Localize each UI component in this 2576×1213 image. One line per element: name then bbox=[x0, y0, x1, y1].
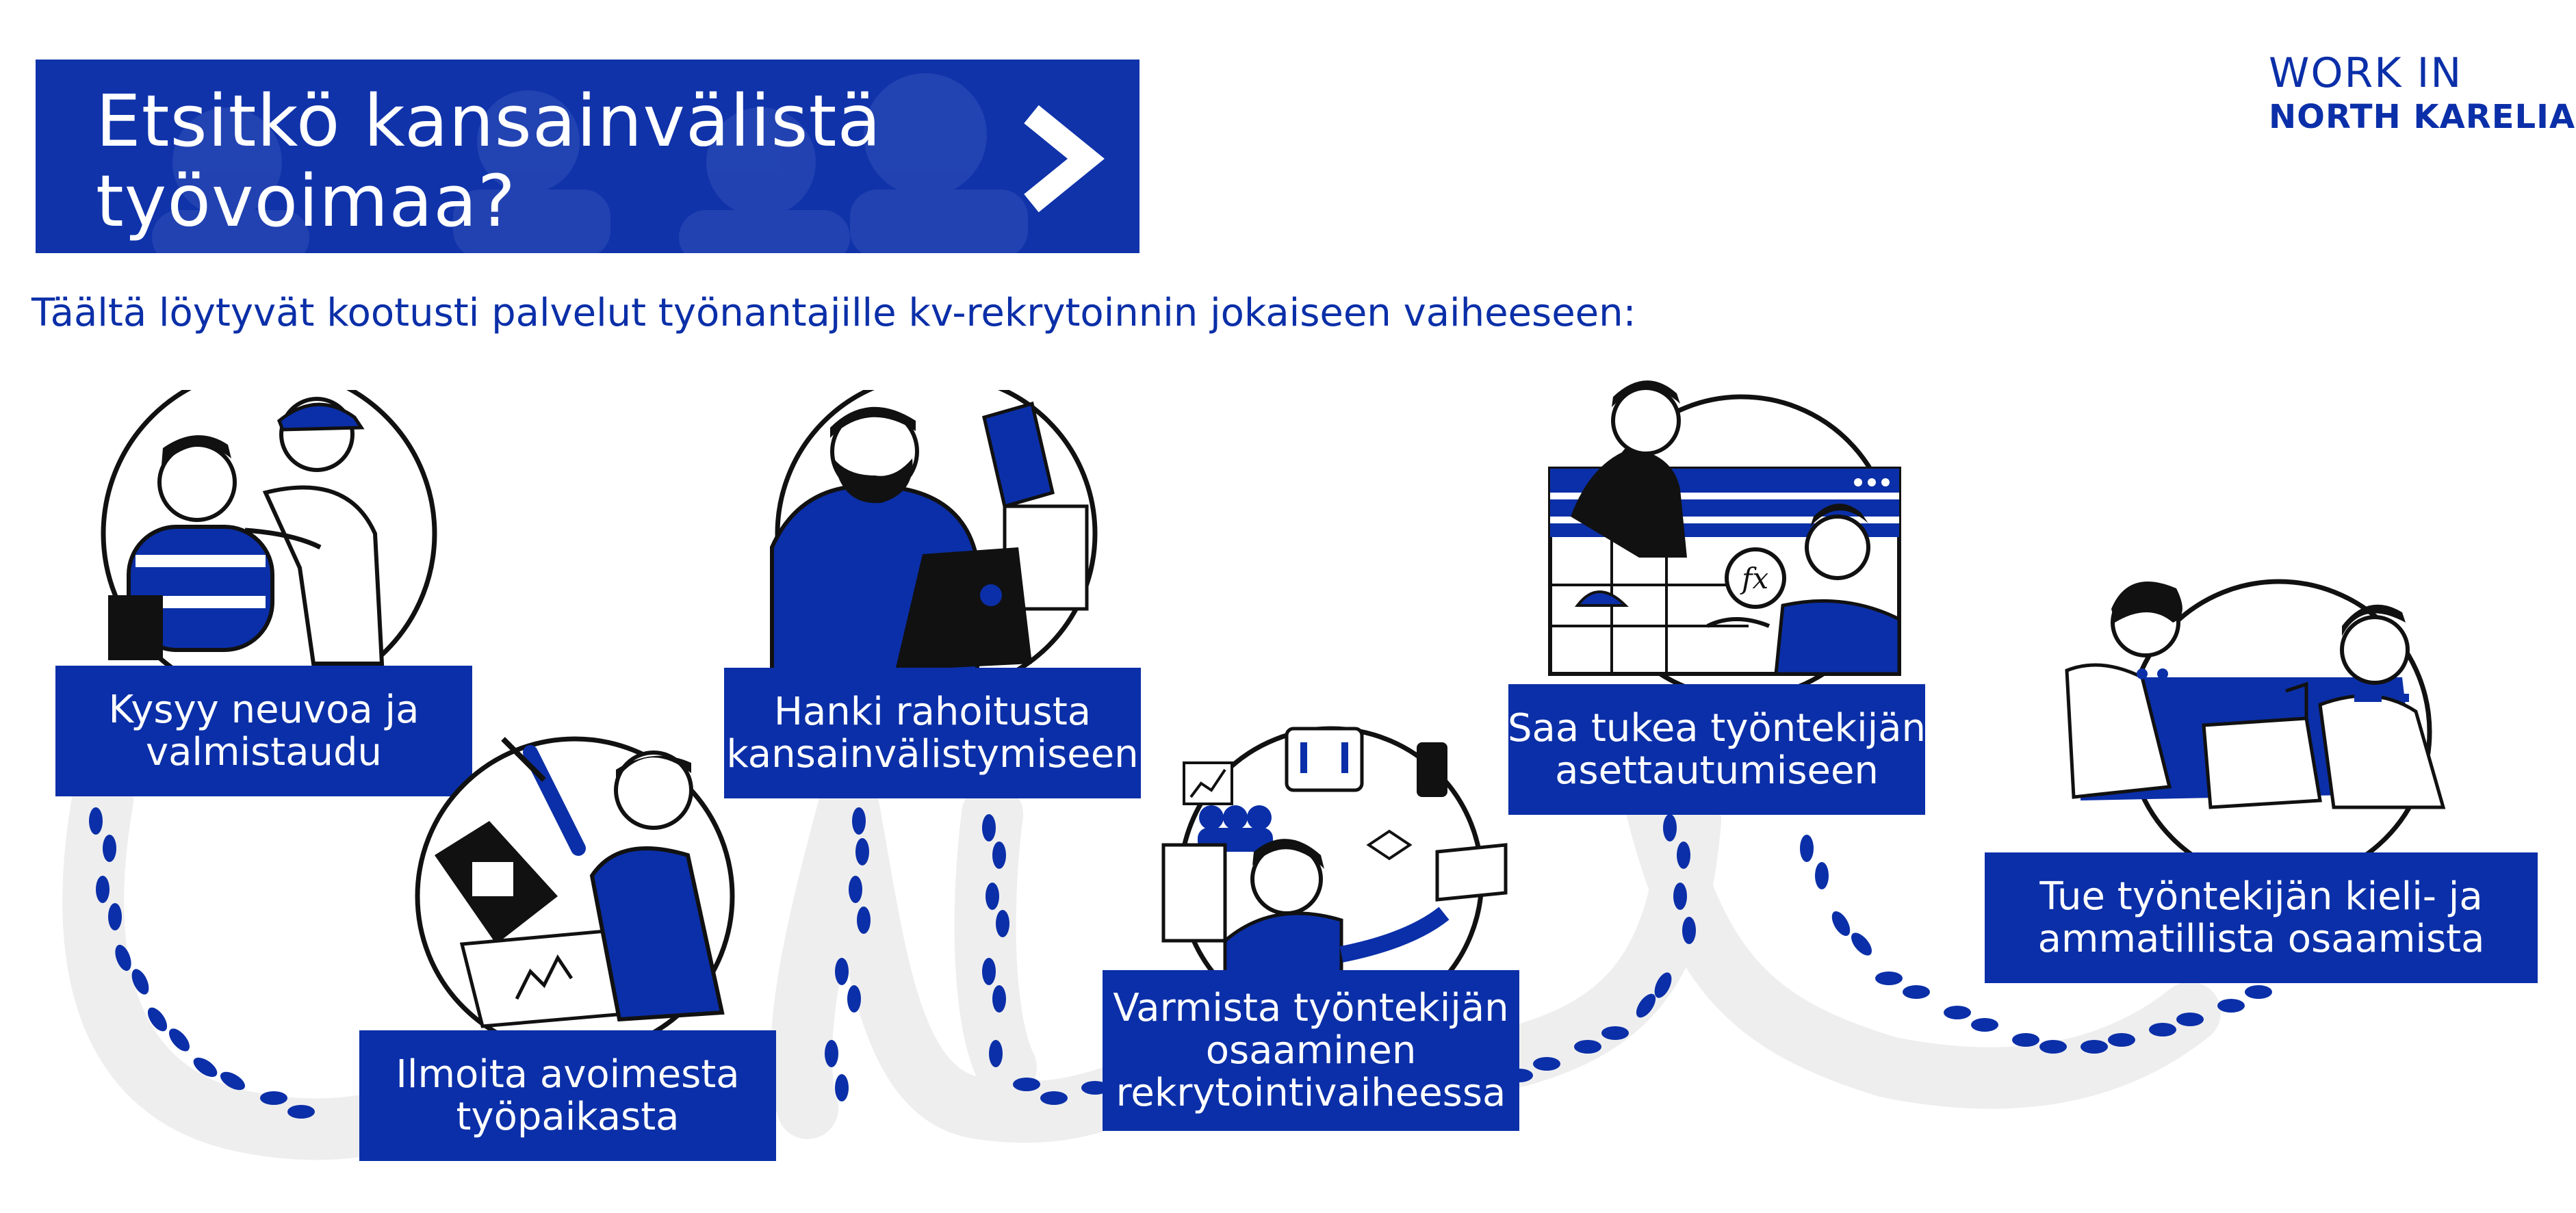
step-6-label-line-1: Tue työntekijän kieli- ja bbox=[2039, 874, 2483, 919]
page-subtitle: Täältä löytyvät kootusti palvelut työnan… bbox=[31, 291, 1636, 335]
step-2-box[interactable]: Ilmoita avoimesta työpaikasta bbox=[359, 1030, 776, 1161]
page-title: Etsitkö kansainvälistä työvoimaa? bbox=[96, 81, 881, 242]
step-6-box[interactable]: Tue työntekijän kieli- ja ammatillista o… bbox=[1985, 852, 2538, 983]
chevron-right-icon[interactable] bbox=[1004, 104, 1113, 213]
step-6-label-line-2: ammatillista osaamista bbox=[2037, 916, 2485, 961]
step-5-box[interactable]: Saa tukea työntekijän asettautumiseen bbox=[1507, 684, 1927, 815]
title-line-2: työvoimaa? bbox=[96, 159, 516, 243]
step-1-label-line-2: valmistaudu bbox=[145, 729, 383, 774]
step-3-label-line-1: Hanki rahoitusta bbox=[773, 689, 1092, 734]
skills-check-icon bbox=[1161, 726, 1508, 1009]
funding-laptop-icon bbox=[770, 390, 1098, 677]
header-banner[interactable]: Etsitkö kansainvälistä työvoimaa? bbox=[36, 60, 1139, 253]
svg-text:fx: fx bbox=[1740, 562, 1769, 595]
step-1-label-line-1: Kysyy neuvoa ja bbox=[108, 687, 420, 732]
step-2-label-line-2: työpaikasta bbox=[456, 1094, 680, 1139]
step-1-box[interactable]: Kysyy neuvoa ja valmistaudu bbox=[55, 666, 472, 796]
job-posting-icon bbox=[415, 736, 735, 1040]
title-line-1: Etsitkö kansainvälistä bbox=[96, 79, 882, 163]
language-learning-icon bbox=[2065, 579, 2446, 862]
step-4-label-line-1: Varmista työntekijän bbox=[1113, 985, 1509, 1030]
logo-line-2: NORTH KARELIA bbox=[2269, 98, 2576, 136]
settling-support-icon: fx bbox=[1548, 380, 1901, 694]
step-5-label-line-1: Saa tukea työntekijän bbox=[1507, 705, 1927, 751]
work-in-north-karelia-logo[interactable]: WORK IN NORTH KARELIA bbox=[2269, 49, 2575, 137]
step-4-label-line-2: osaaminen bbox=[1205, 1028, 1417, 1073]
step-5-label-line-2: asettautumiseen bbox=[1555, 748, 1879, 793]
step-4-label-line-3: rekrytointivaiheessa bbox=[1116, 1070, 1506, 1115]
logo-line-1: WORK IN bbox=[2269, 49, 2463, 97]
step-4-box[interactable]: Varmista työntekijän osaaminen rekrytoin… bbox=[1103, 970, 1519, 1131]
step-3-box[interactable]: Hanki rahoitusta kansainvälistymiseen bbox=[724, 668, 1141, 798]
step-2-label-line-1: Ilmoita avoimesta bbox=[396, 1052, 740, 1097]
advice-people-icon bbox=[101, 390, 437, 677]
step-3-label-line-2: kansainvälistymiseen bbox=[726, 731, 1139, 777]
banner-people-photo bbox=[152, 73, 1028, 253]
